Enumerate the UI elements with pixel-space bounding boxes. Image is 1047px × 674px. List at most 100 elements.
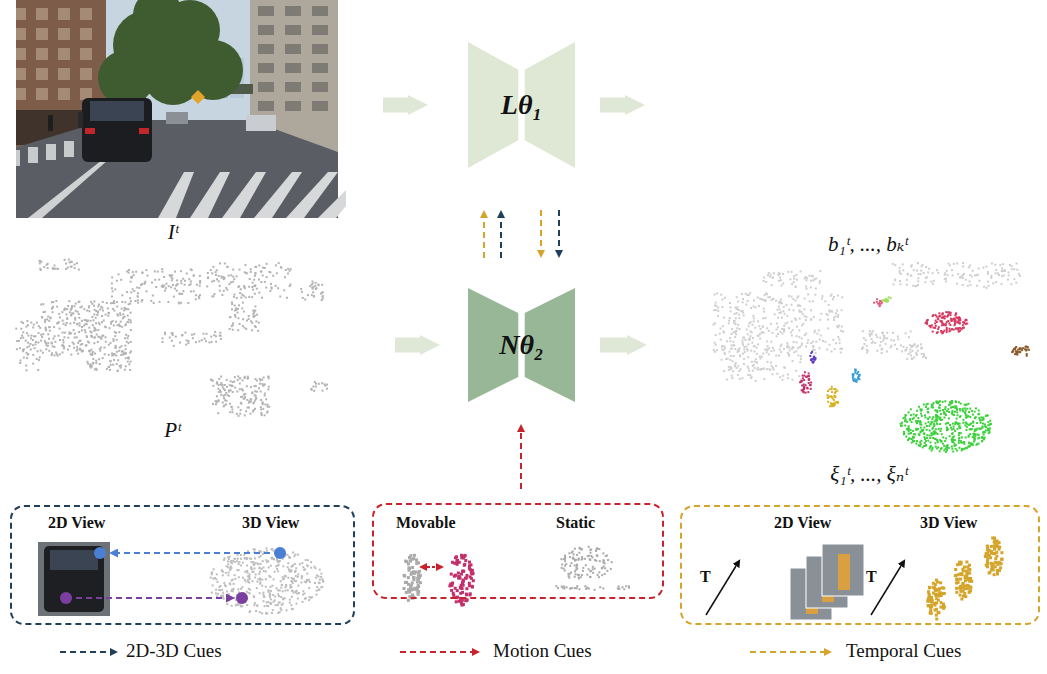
crosswalk xyxy=(158,172,194,218)
window xyxy=(36,68,48,80)
point xyxy=(986,266,988,268)
point xyxy=(220,335,222,337)
point xyxy=(796,335,798,337)
point xyxy=(81,320,83,322)
point xyxy=(43,266,45,268)
point xyxy=(897,338,899,340)
point xyxy=(753,351,755,353)
point xyxy=(260,409,262,411)
point xyxy=(912,285,914,287)
point xyxy=(135,271,137,273)
point xyxy=(248,296,250,298)
point xyxy=(809,300,811,302)
point xyxy=(266,263,268,265)
point xyxy=(25,326,27,328)
point xyxy=(69,323,71,325)
point xyxy=(772,298,774,300)
point xyxy=(47,342,49,344)
point xyxy=(243,285,245,287)
point xyxy=(253,401,255,403)
point xyxy=(207,277,209,279)
point xyxy=(32,327,34,329)
point xyxy=(763,277,765,279)
point xyxy=(805,279,807,281)
point xyxy=(118,331,120,333)
point xyxy=(141,272,143,274)
window xyxy=(58,8,70,20)
point xyxy=(91,354,93,356)
point xyxy=(205,340,207,342)
point xyxy=(838,339,840,341)
point xyxy=(250,401,252,403)
point xyxy=(50,317,52,319)
point xyxy=(995,269,997,271)
point xyxy=(947,274,949,276)
point xyxy=(913,343,915,345)
point xyxy=(211,341,213,343)
point xyxy=(916,354,918,356)
point xyxy=(963,273,965,275)
point xyxy=(734,348,736,350)
point xyxy=(318,383,320,385)
point xyxy=(931,421,933,423)
point xyxy=(77,311,79,313)
point xyxy=(965,319,967,321)
point xyxy=(733,320,735,322)
point xyxy=(911,358,913,360)
point xyxy=(108,366,110,368)
point xyxy=(758,305,760,307)
point xyxy=(216,395,218,397)
point xyxy=(195,294,197,296)
point xyxy=(742,342,744,344)
point xyxy=(955,327,957,329)
point xyxy=(254,293,256,295)
point xyxy=(285,269,287,271)
point xyxy=(798,329,800,331)
point xyxy=(742,344,744,346)
point xyxy=(752,365,754,367)
point xyxy=(724,297,726,299)
point xyxy=(22,331,24,333)
point xyxy=(1004,269,1006,271)
point xyxy=(129,352,131,354)
point xyxy=(766,351,768,353)
point xyxy=(762,325,764,327)
point xyxy=(211,296,213,298)
point xyxy=(216,278,218,280)
point xyxy=(91,303,93,305)
point xyxy=(826,313,828,315)
point xyxy=(862,347,864,349)
point xyxy=(89,351,91,353)
point xyxy=(936,269,938,271)
point xyxy=(822,340,824,342)
point xyxy=(250,271,252,273)
point xyxy=(267,376,269,378)
point xyxy=(734,336,736,338)
point xyxy=(118,273,120,275)
point xyxy=(239,388,241,390)
point xyxy=(995,281,997,283)
point xyxy=(800,355,802,357)
point xyxy=(779,309,781,311)
point xyxy=(732,331,734,333)
point xyxy=(910,355,912,357)
point xyxy=(169,274,171,276)
point xyxy=(738,317,740,319)
point xyxy=(262,385,264,387)
point xyxy=(236,391,238,393)
point xyxy=(53,354,55,356)
point xyxy=(62,345,64,347)
point xyxy=(841,309,843,311)
point xyxy=(238,317,240,319)
point xyxy=(837,326,839,328)
point xyxy=(218,400,220,402)
point xyxy=(927,272,929,274)
point xyxy=(54,335,56,337)
point xyxy=(59,316,61,318)
point xyxy=(63,341,65,343)
point xyxy=(730,306,732,308)
point xyxy=(263,377,265,379)
point xyxy=(716,292,718,294)
point xyxy=(100,306,102,308)
point xyxy=(198,340,200,342)
